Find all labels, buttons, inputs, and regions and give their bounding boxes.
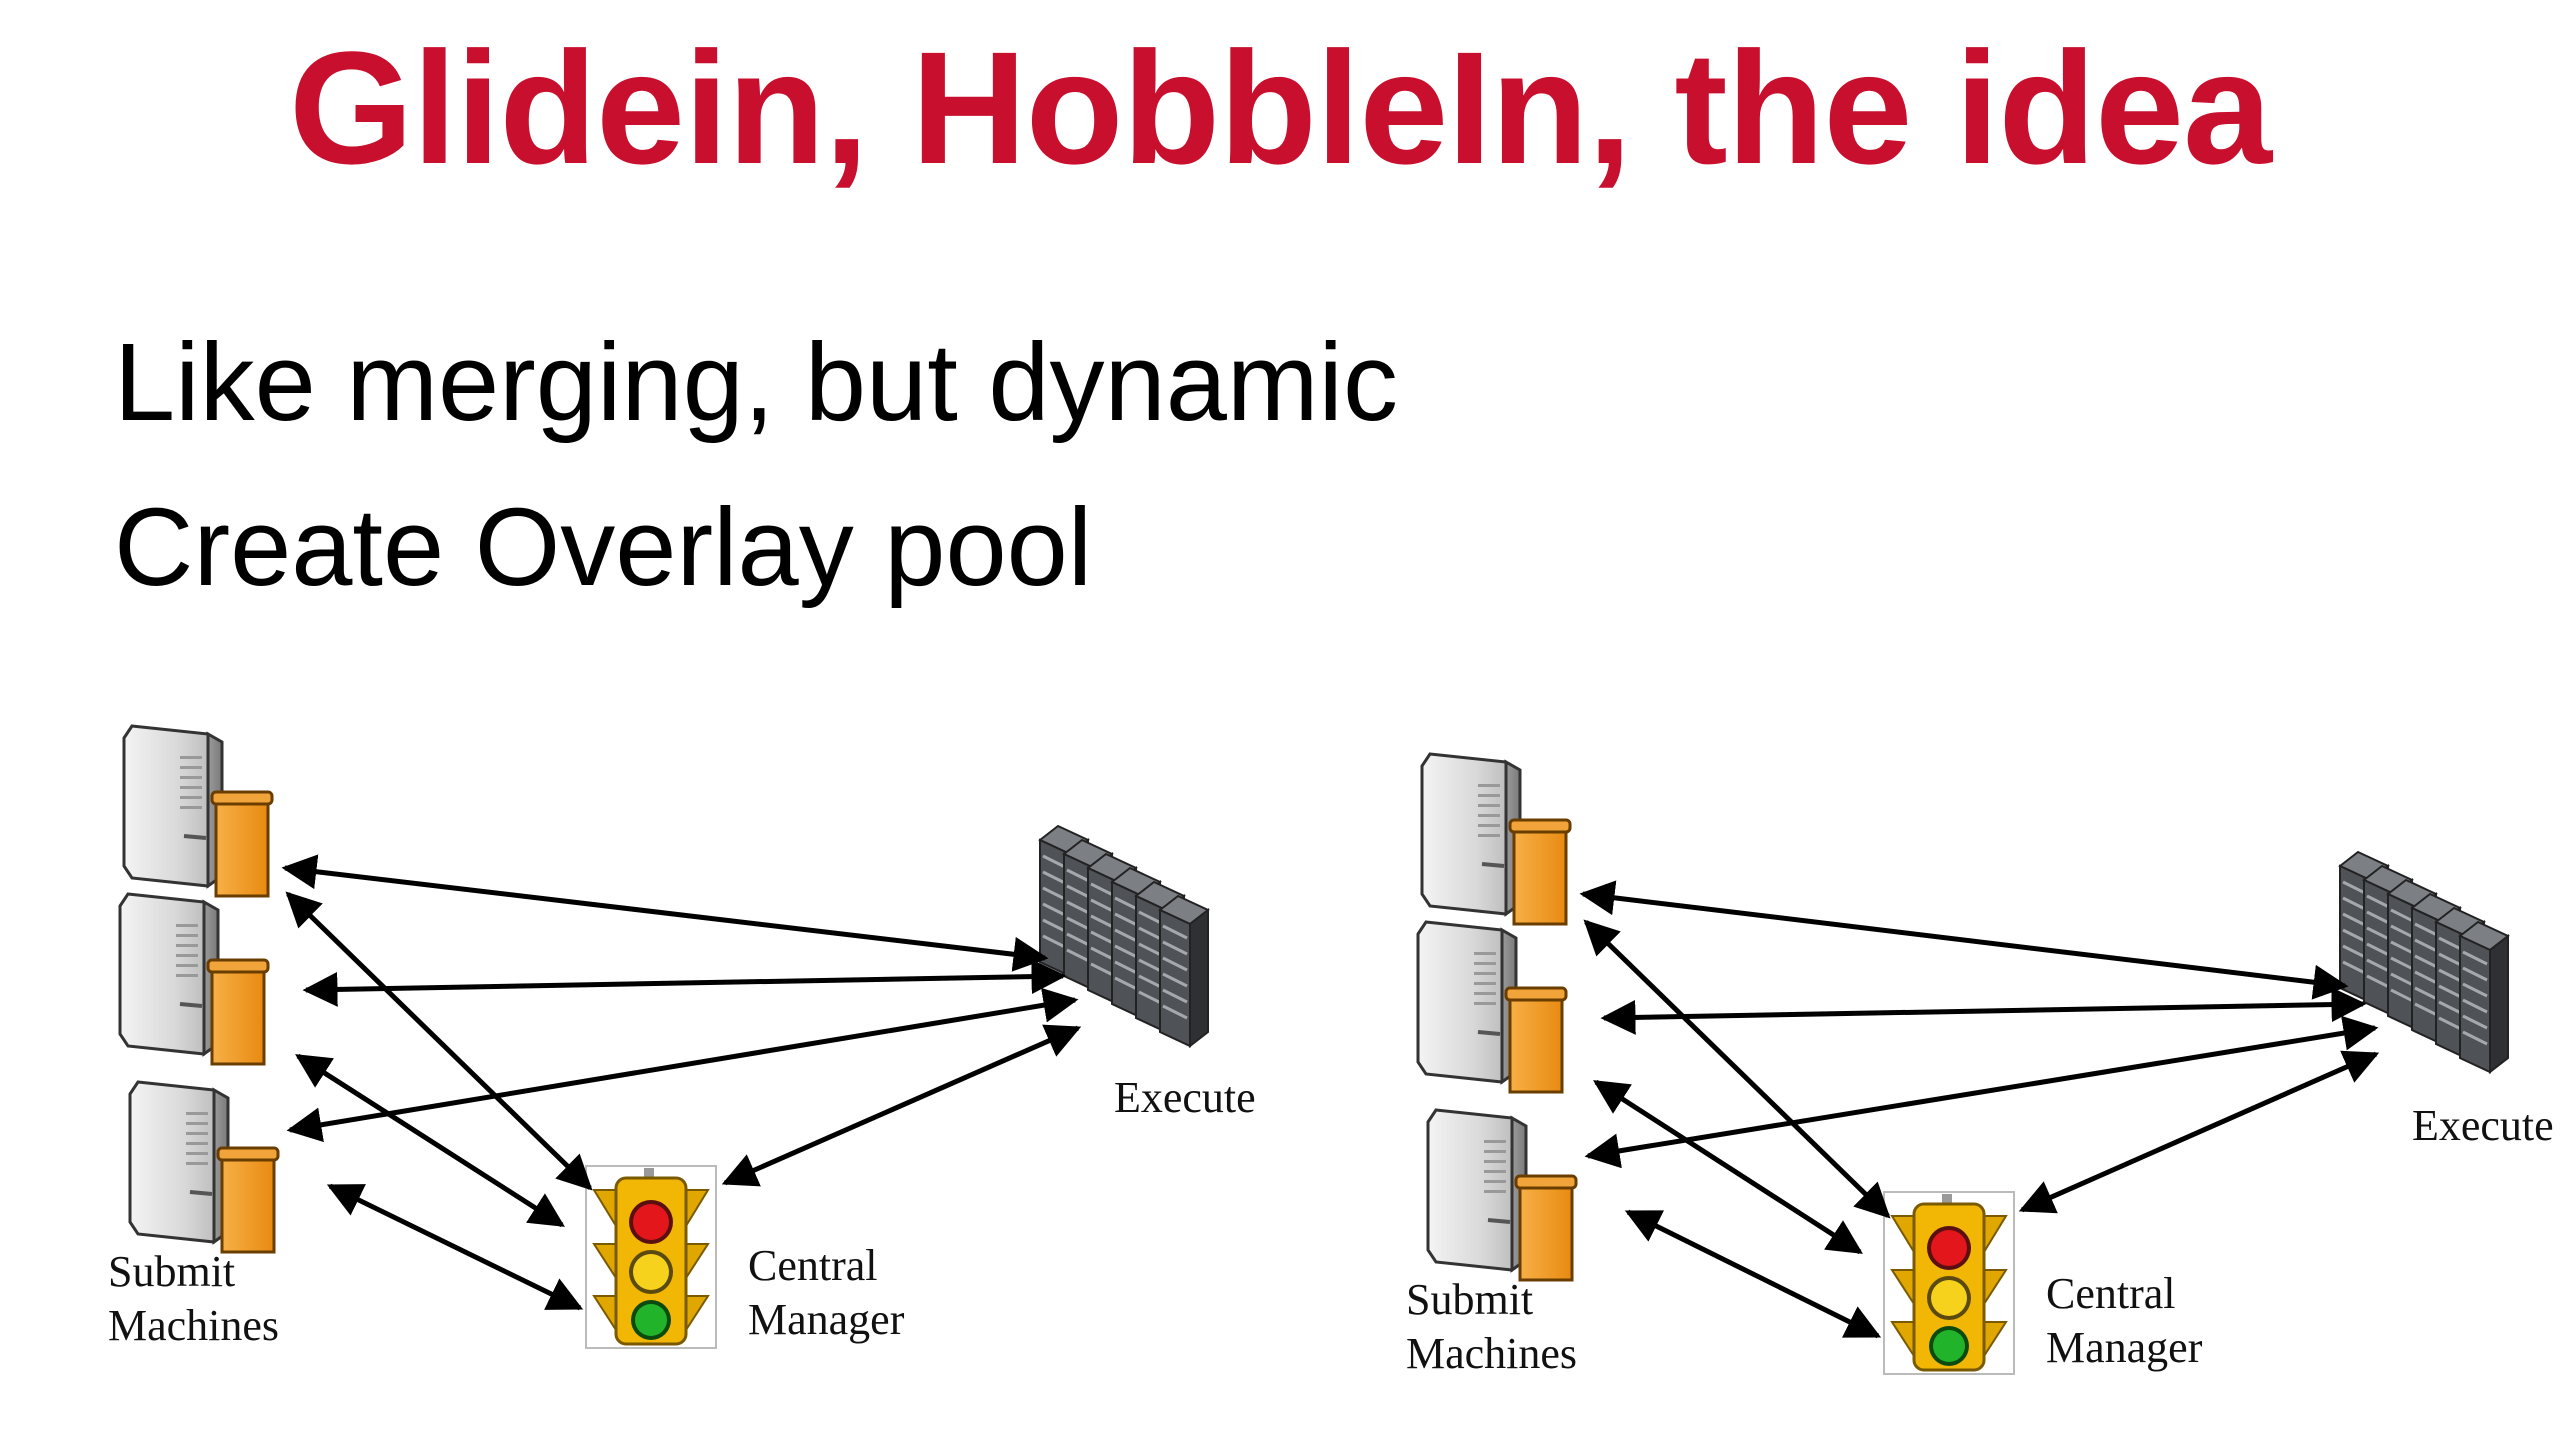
- submit-machine-icon: [118, 892, 270, 1066]
- execute-label: Execute: [2412, 1101, 2554, 1150]
- central-manager-traffic-light-icon: [1882, 1190, 2016, 1376]
- submit-machine-icon: [1416, 920, 1568, 1094]
- central-manager-traffic-light-icon: [584, 1164, 718, 1350]
- submit-machines-label-line1: Submit: [1406, 1275, 1533, 1324]
- central-manager-label-line2: Manager: [748, 1295, 905, 1344]
- submit-machine-icon: [1426, 1108, 1578, 1282]
- execute-label: Execute: [1114, 1073, 1256, 1122]
- central-manager-label-line2: Manager: [2046, 1323, 2203, 1372]
- submit-machines-label-line1: Submit: [108, 1247, 235, 1296]
- submit-machine-icon: [1420, 752, 1572, 926]
- submit-machine-icon: [128, 1080, 280, 1254]
- submit-machines-label-line2: Machines: [1406, 1329, 1577, 1378]
- slide-title: Glidein, HobbleIn, the idea: [288, 18, 2272, 197]
- left-diagram: Submit Machines Central Manager Execute: [108, 724, 1256, 1350]
- right-arrows: [1579, 880, 2380, 1339]
- left-arrows: [281, 854, 1082, 1311]
- bullet-list: Like merging, but dynamic Create Overlay…: [114, 300, 1398, 630]
- central-manager-label-line1: Central: [748, 1241, 878, 1290]
- right-diagram: Submit Machines Central Manager Execute: [1406, 752, 2554, 1378]
- central-manager-label-line1: Central: [2046, 1269, 2176, 1318]
- execute-cluster-icon: [2340, 852, 2508, 1072]
- execute-cluster-icon: [1040, 826, 1208, 1046]
- bullet-item-1: Like merging, but dynamic: [114, 321, 1398, 444]
- bullet-item-2: Create Overlay pool: [114, 486, 1093, 609]
- submit-machines-label-line2: Machines: [108, 1301, 279, 1350]
- submit-machine-icon: [122, 724, 274, 898]
